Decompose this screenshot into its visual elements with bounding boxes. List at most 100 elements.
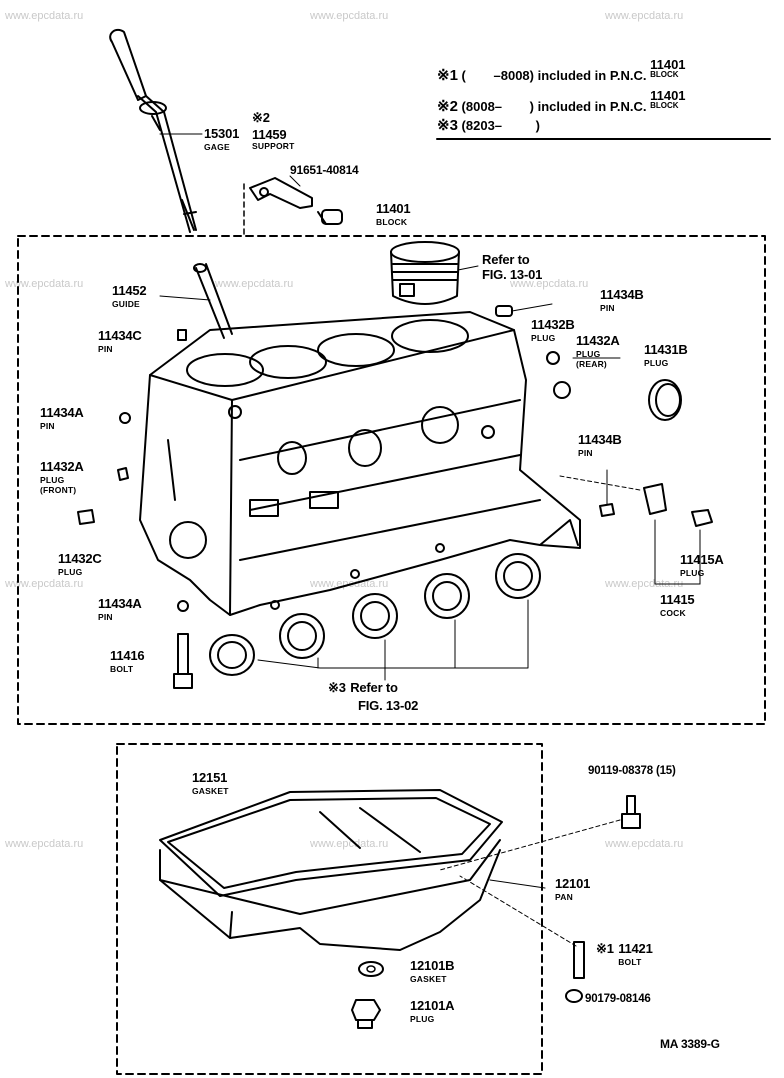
plug-11432c — [77, 509, 95, 525]
part-number: 11415A — [680, 552, 724, 567]
part-number: 11434A — [40, 405, 84, 420]
part-name: PIN — [40, 421, 55, 431]
watermark: www.epcdata.ru — [310, 10, 389, 22]
part-name: BOLT — [618, 957, 642, 967]
part-number: 11434B — [600, 287, 644, 302]
label-11452: 11452 GUIDE — [112, 283, 147, 309]
watermark: www.epcdata.ru — [510, 278, 589, 290]
part-number: 11432B — [531, 317, 575, 332]
label-11434b-mid: 11434B PIN — [578, 432, 622, 458]
part-number: 12101 — [555, 876, 591, 891]
block-group-box — [17, 235, 766, 725]
pin-11434a-top — [119, 412, 131, 424]
plug-11432a-rear — [553, 381, 571, 399]
watermark: www.epcdata.ru — [5, 278, 84, 290]
note-pnc-name: BLOCK — [650, 101, 679, 110]
note-mark: ※2 — [437, 98, 458, 115]
note-range-open: (8203– — [461, 118, 503, 133]
cock-11415 — [643, 483, 667, 515]
reference-fig-13-01: Refer to FIG. 13-01 — [482, 253, 542, 281]
watermark: www.epcdata.ru — [605, 578, 684, 590]
part-number: 11432A — [576, 333, 620, 348]
cylinder-block — [139, 311, 581, 616]
part-position: (REAR) — [576, 358, 607, 369]
label-12101: 12101 PAN — [555, 876, 590, 902]
label-90179: 90179-08146 — [585, 990, 651, 1006]
part-number: 90119-08378 (15) — [588, 765, 676, 777]
label-11401: 11401 BLOCK — [376, 201, 411, 227]
part-number: 11401 — [376, 201, 411, 216]
watermark: www.epcdata.ru — [5, 578, 84, 590]
label-11432a-rear: 11432A PLUG (REAR) — [576, 333, 620, 368]
pin-11434b-mid — [599, 503, 615, 517]
note-pnc: 11401 — [650, 88, 686, 103]
drain-plug — [351, 999, 381, 1029]
note-range-end: ) — [529, 99, 534, 114]
part-name: BOLT — [110, 664, 134, 674]
label-11459: ※2 11459 SUPPORT — [252, 110, 295, 151]
part-number: 90179-08146 — [585, 993, 651, 1005]
part-number: 12101B — [410, 958, 455, 973]
part-name: PLUG — [40, 475, 65, 485]
part-position: (FRONT) — [40, 484, 77, 495]
part-name: GUIDE — [112, 299, 140, 309]
note-text: included in P.N.C. — [537, 68, 647, 83]
watermark: www.epcdata.ru — [605, 838, 684, 850]
part-number: 11431B — [644, 342, 688, 357]
ref-mark: ※3 — [328, 680, 346, 695]
part-name: PLUG — [531, 333, 556, 343]
note-range-end: ) — [535, 118, 540, 133]
watermark: www.epcdata.ru — [215, 278, 294, 290]
watermark: www.epcdata.ru — [5, 838, 84, 850]
label-12101a: 12101A PLUG — [410, 998, 455, 1024]
label-11415: 11415 COCK — [660, 592, 695, 618]
part-name: PLUG — [58, 567, 83, 577]
watermark: www.epcdata.ru — [605, 10, 684, 22]
part-name: PLUG — [576, 349, 601, 359]
washer-90179 — [565, 989, 583, 1003]
label-12151: 12151 GASKET — [192, 770, 229, 796]
note-range-open: (8008– — [461, 99, 503, 114]
figure-code: MA 3389-G — [660, 1036, 720, 1052]
note-range-open: ( — [461, 68, 466, 83]
label-12101b: 12101B GASKET — [410, 958, 455, 984]
label-11416: 11416 BOLT — [110, 648, 145, 674]
part-mark: ※1 — [596, 941, 614, 956]
support-bracket — [249, 177, 313, 209]
note-range-end: –8008) — [493, 68, 534, 83]
label-11434a-bot: 11434A PIN — [98, 596, 142, 622]
part-number: 11415 — [660, 592, 695, 607]
part-name: PLUG — [410, 1014, 435, 1024]
part-number: 11432A — [40, 459, 84, 474]
part-number: 12101A — [410, 998, 455, 1013]
part-number: 11459 — [252, 127, 287, 142]
figure-code-text: MA 3389-G — [660, 1037, 720, 1051]
pin-11434b-top — [495, 305, 513, 317]
pin-11434a-bot — [177, 600, 189, 612]
note-pnc-name: BLOCK — [650, 70, 679, 79]
bolt-91651 — [317, 209, 343, 225]
label-11415a: 11415A PLUG — [680, 552, 724, 578]
label-11432a-front: 11432A PLUG (FRONT) — [40, 459, 84, 494]
part-number: 12151 — [192, 770, 228, 785]
ref-figure: FIG. 13-02 — [358, 698, 419, 713]
plug-11432b — [546, 351, 560, 365]
label-11434c: 11434C PIN — [98, 328, 142, 354]
part-number: 15301 — [204, 126, 240, 141]
plug-11432a-front — [117, 467, 129, 481]
note-mark: ※3 — [437, 117, 458, 134]
watermark: www.epcdata.ru — [5, 10, 84, 22]
label-11432b: 11432B PLUG — [531, 317, 575, 343]
part-name: PIN — [600, 303, 615, 313]
reference-fig-13-02: ※3 Refer to FIG. 13-02 — [328, 680, 418, 712]
part-name: GASKET — [410, 974, 447, 984]
part-number: 11416 — [110, 648, 145, 663]
plug-11431b — [648, 379, 682, 421]
piston — [390, 241, 479, 305]
part-name: PIN — [578, 448, 593, 458]
part-number: 11452 — [112, 283, 147, 298]
pin-11434c — [177, 329, 187, 341]
label-15301: 15301 GAGE — [204, 126, 239, 152]
part-number: 11432C — [58, 551, 102, 566]
